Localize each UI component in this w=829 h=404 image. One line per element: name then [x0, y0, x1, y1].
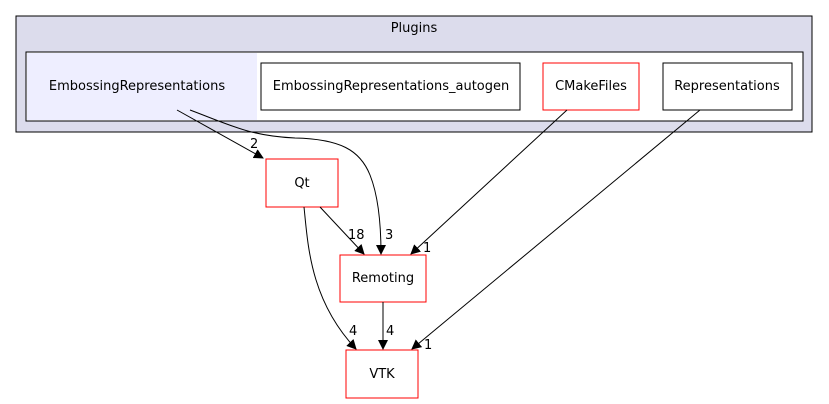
edge-representations-to-vtk — [411, 109, 701, 350]
node-autogen-label: EmbossingRepresentations_autogen — [273, 79, 509, 94]
node-embossingrepresentations-label: EmbossingRepresentations — [49, 79, 225, 94]
edge-embossing-to-remoting — [189, 109, 386, 255]
node-cmakefiles[interactable]: CMakeFiles — [542, 62, 640, 111]
node-autogen-box[interactable] — [260, 62, 521, 111]
node-representations[interactable]: Representations — [662, 62, 793, 111]
node-qt[interactable]: Qt — [265, 158, 339, 208]
edge-label-embossing-qt: 2 — [250, 137, 258, 152]
edges — [176, 109, 701, 350]
edge-qt-to-vtk — [303, 206, 357, 350]
edge-label-qt-vtk: 4 — [349, 324, 357, 339]
cluster-plugins-label: Plugins — [391, 21, 438, 36]
edge-qt-to-remoting — [319, 206, 365, 255]
edge-embossing-to-qt — [176, 109, 264, 159]
edge-label-remoting-vtk: 4 — [386, 324, 394, 339]
edge-label-cmakefiles-remoting: 1 — [423, 241, 431, 256]
edge-label-qt-remoting: 18 — [348, 228, 365, 243]
node-vtk-box[interactable] — [345, 349, 419, 399]
edge-cmakefiles-to-remoting — [410, 109, 568, 255]
edge-label-embossing-remoting: 3 — [385, 228, 393, 243]
node-representations-box[interactable] — [662, 62, 793, 111]
node-cmakefiles-box[interactable] — [542, 62, 640, 111]
node-vtk[interactable]: VTK — [345, 349, 419, 399]
node-cmakefiles-label: CMakeFiles — [555, 79, 627, 94]
node-representations-label: Representations — [674, 79, 780, 94]
edge-labels: 2 3 1 1 18 4 4 — [250, 137, 432, 353]
node-qt-label: Qt — [294, 176, 309, 191]
node-embossingrepresentations[interactable] — [27, 53, 257, 120]
node-vtk-label: VTK — [369, 367, 395, 382]
node-autogen[interactable]: EmbossingRepresentations_autogen — [260, 62, 521, 111]
node-qt-box[interactable] — [265, 158, 339, 208]
node-remoting-label: Remoting — [352, 271, 414, 286]
edge-label-representations-vtk: 1 — [424, 338, 432, 353]
node-remoting[interactable]: Remoting — [339, 254, 427, 303]
